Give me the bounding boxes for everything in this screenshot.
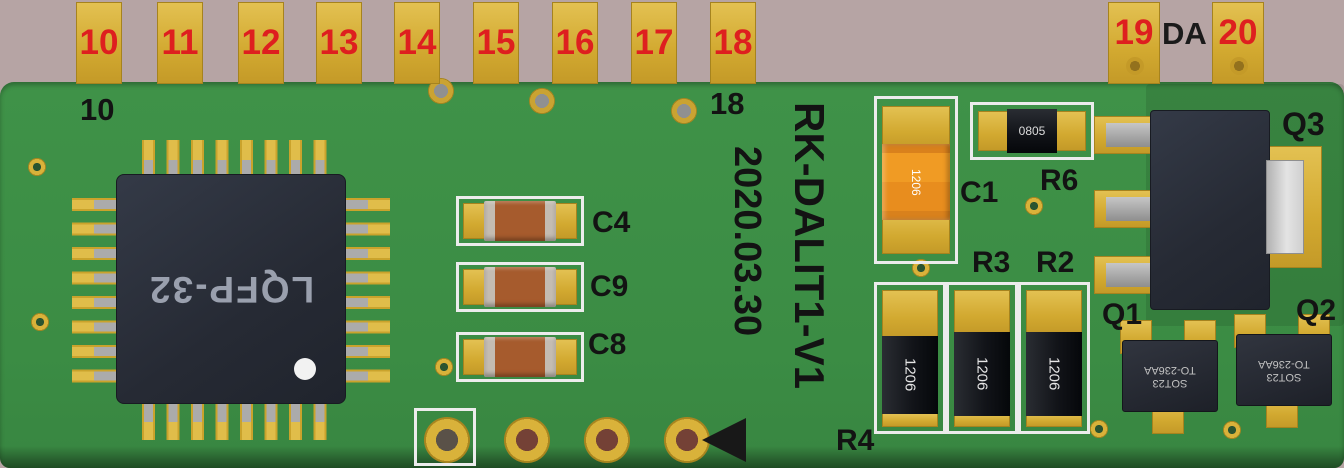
- edge-pad-12: 12: [238, 2, 284, 84]
- edge-pad-20: 20: [1212, 2, 1264, 84]
- q2-marking-line1: SOT23: [1266, 371, 1302, 383]
- ref-q2: Q2: [1296, 294, 1337, 327]
- resistor-r6: 0805: [970, 102, 1094, 160]
- edge-pad-19: 19: [1108, 2, 1160, 84]
- edge-pad-number: 17: [634, 23, 674, 62]
- q3-tab-lead: [1266, 160, 1304, 254]
- resistor-marking: 1206: [901, 358, 919, 392]
- via: [1223, 421, 1241, 439]
- resistor-1206-a: 1206: [874, 282, 946, 434]
- edge-pad-number: 11: [161, 23, 199, 62]
- ref-c4: C4: [592, 206, 631, 239]
- capacitor-body: 1206: [882, 144, 950, 220]
- capacitor-c4: [456, 196, 584, 246]
- resistor-body: 1206: [1026, 332, 1082, 416]
- edge-pad-17: 17: [631, 2, 677, 84]
- q2-marking-line2: TO-236AA: [1258, 358, 1310, 370]
- pad-hole: [1230, 57, 1248, 75]
- edge-pad-number: 19: [1114, 13, 1154, 52]
- edge-pad-number: 18: [713, 23, 753, 62]
- smd-pad: [882, 290, 938, 338]
- via: [1090, 420, 1108, 438]
- edge-pad-14: 14: [394, 2, 440, 84]
- resistor-body: 1206: [882, 336, 938, 414]
- q3-lead: [1106, 263, 1158, 287]
- through-hole-pad: [584, 417, 630, 463]
- edge-pad-18: 18: [710, 2, 756, 84]
- resistor-body: 0805: [1007, 109, 1057, 153]
- da-label: DA: [1162, 16, 1207, 51]
- capacitor-body: [484, 201, 556, 241]
- silkscreen-pin10: 10: [80, 92, 115, 127]
- via: [28, 158, 46, 176]
- via: [435, 358, 453, 376]
- edge-pad-number: 15: [476, 23, 516, 62]
- smd-pad: [978, 111, 1010, 151]
- q2-marking: SOT23 TO-236AA: [1258, 357, 1310, 383]
- chip-pin1-dot: [294, 358, 316, 380]
- capacitor-body: [484, 267, 556, 307]
- silkscreen-pin18: 18: [710, 86, 745, 121]
- resistor-body: 1206: [954, 332, 1010, 416]
- ref-q3: Q3: [1282, 106, 1325, 142]
- edge-pad-number: 12: [241, 23, 281, 62]
- edge-pad-number: 14: [397, 23, 437, 62]
- edge-pad-number: 13: [319, 23, 359, 62]
- q1-marking-line1: SOT23: [1152, 377, 1188, 389]
- ref-q1: Q1: [1102, 298, 1143, 331]
- smd-pad: [882, 106, 950, 150]
- resistor-marking: 1206: [1045, 357, 1063, 391]
- edge-pad-15: 15: [473, 2, 519, 84]
- transistor-q3: [1150, 110, 1270, 310]
- ref-c8: C8: [588, 328, 627, 361]
- smd-pad: [954, 290, 1010, 334]
- ref-r4: R4: [836, 424, 875, 457]
- smd-pad: [1054, 111, 1086, 151]
- resistor-1206-b: 1206: [946, 282, 1018, 434]
- smd-pad: [882, 413, 938, 427]
- q3-lead: [1106, 123, 1158, 147]
- via: [31, 313, 49, 331]
- ref-r2: R2: [1036, 246, 1075, 279]
- silkscreen-date: 2020.03.30: [726, 146, 768, 337]
- chip-package-marking: LQFP-32: [147, 269, 315, 310]
- ref-c1: C1: [960, 176, 999, 209]
- capacitor-body: [484, 337, 556, 377]
- q3-lead: [1106, 197, 1158, 221]
- capacitor-c1: 1206: [874, 96, 958, 264]
- mounting-hole: [529, 88, 555, 114]
- capacitor-marking: 1206: [909, 168, 923, 196]
- pad-hole: [1126, 57, 1144, 75]
- transistor-q2: SOT23 TO-236AA: [1236, 334, 1332, 406]
- edge-pad-13: 13: [316, 2, 362, 84]
- ref-r3: R3: [972, 246, 1011, 279]
- q1-marking-line2: TO-236AA: [1144, 364, 1196, 376]
- silkscreen-pad-box: [414, 408, 476, 466]
- silkscreen-board-name: RK-DALIT1-V1: [786, 102, 833, 390]
- ref-c9: C9: [590, 270, 629, 303]
- ref-r6: R6: [1040, 164, 1079, 197]
- edge-pad-11: 11: [157, 2, 203, 84]
- through-hole-pad: [504, 417, 550, 463]
- edge-pad-16: 16: [552, 2, 598, 84]
- via: [1025, 197, 1043, 215]
- smd-pad: [1026, 290, 1082, 334]
- capacitor-c8: [456, 332, 584, 382]
- resistor-marking: 1206: [973, 357, 991, 391]
- edge-pad-10: 10: [76, 2, 122, 84]
- through-hole-pad: [424, 417, 470, 463]
- pin1-triangle-marker: [702, 418, 746, 462]
- mounting-hole: [671, 98, 697, 124]
- transistor-q1: SOT23 TO-236AA: [1122, 340, 1218, 412]
- resistor-1206-c: 1206: [1018, 282, 1090, 434]
- edge-pad-number: 20: [1218, 13, 1258, 52]
- resistor-marking: 0805: [1018, 124, 1046, 138]
- edge-pad-number: 10: [79, 23, 119, 62]
- capacitor-c9: [456, 262, 584, 312]
- edge-pad-number: 16: [555, 23, 595, 62]
- q1-marking: SOT23 TO-236AA: [1144, 363, 1196, 389]
